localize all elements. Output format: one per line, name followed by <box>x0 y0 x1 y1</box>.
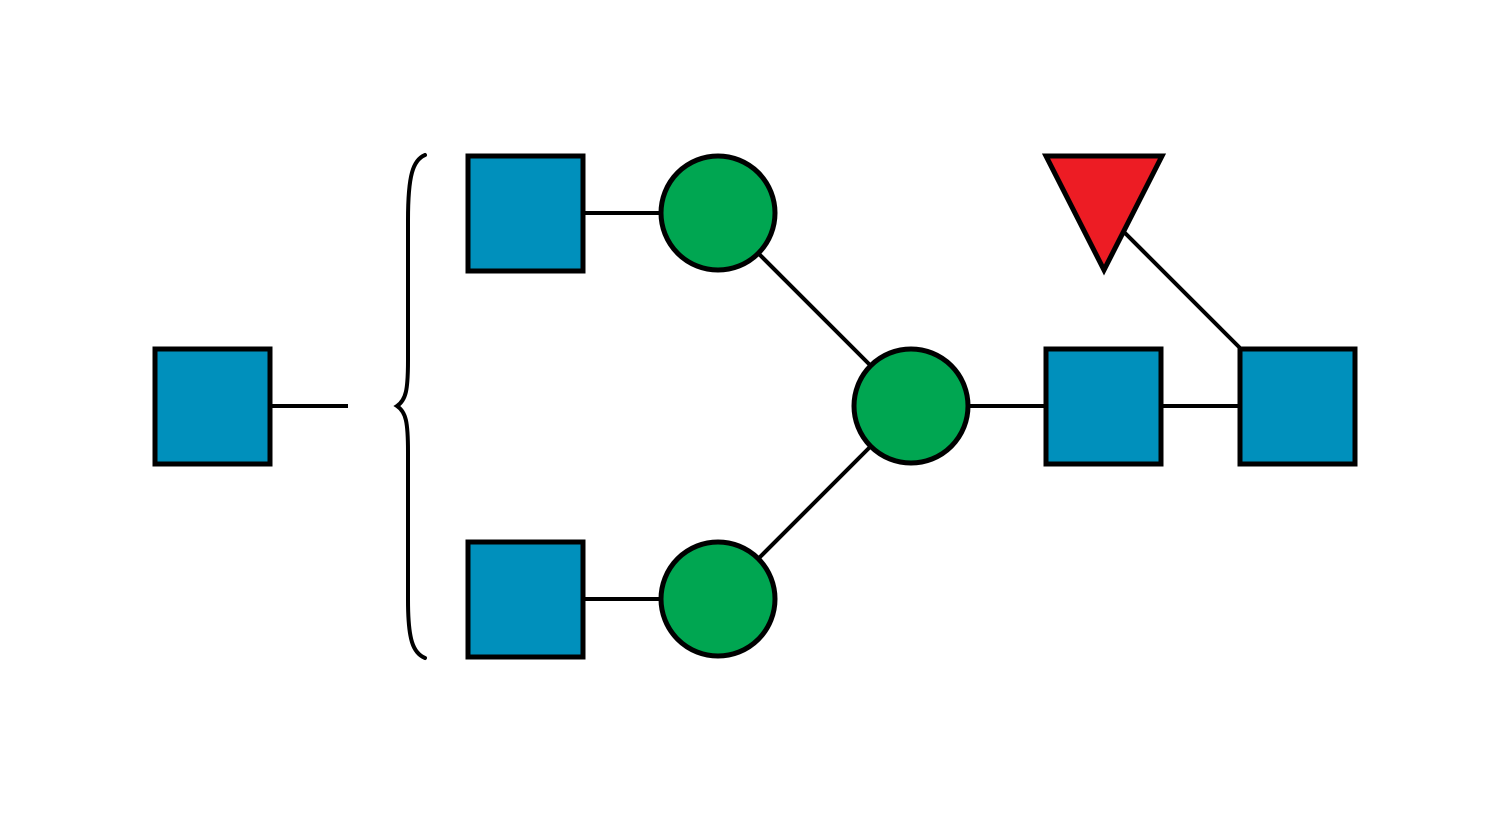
curly-brace-icon <box>393 153 427 660</box>
glcnac-square-icon <box>465 153 586 274</box>
glcnac-square-icon <box>152 346 273 467</box>
glcnac-square-icon <box>465 539 586 660</box>
glcnac-square-icon <box>1237 346 1358 467</box>
linkage-fucose <box>1120 228 1244 352</box>
glcnac-square-icon <box>1043 346 1164 467</box>
linkages <box>270 211 1244 601</box>
mannose-circle-icon <box>658 539 778 659</box>
fucose-triangle-icon <box>1041 153 1167 276</box>
linkage-lower-branch-core <box>757 445 872 560</box>
mannose-circle-icon <box>851 346 971 466</box>
linkage-upper-branch-core <box>757 252 872 367</box>
mannose-circle-icon <box>658 153 778 273</box>
